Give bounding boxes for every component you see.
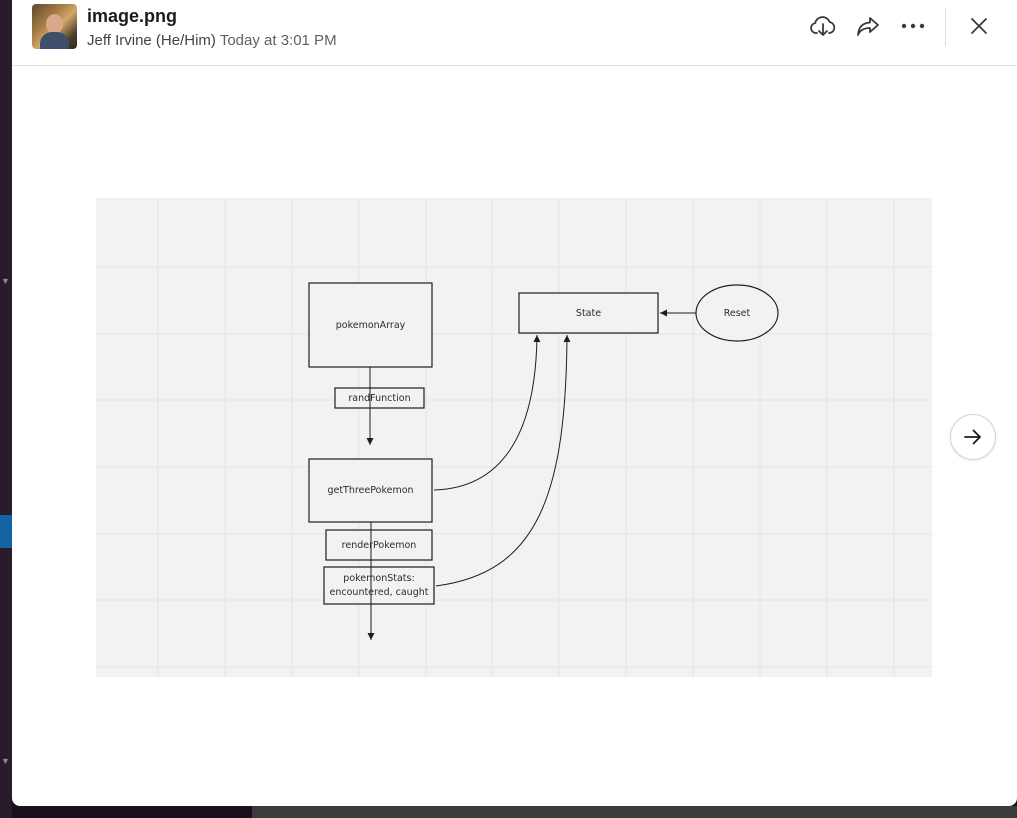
close-icon	[971, 18, 987, 34]
canvas-grid	[96, 198, 932, 677]
label-pokemon-stats-2: encountered, caught	[330, 587, 429, 598]
file-meta: Jeff Irvine (He/Him) Today at 3:01 PM	[87, 32, 337, 49]
file-name: image.png	[87, 6, 178, 26]
edge-get-to-state	[433, 334, 541, 491]
label-state: State	[576, 308, 601, 319]
download-cloud-icon	[810, 16, 836, 36]
label-reset: Reset	[724, 308, 751, 319]
node-pokemon-array	[308, 282, 433, 368]
label-pokemon-stats-1: pokemonStats:	[343, 573, 414, 584]
download-button[interactable]	[808, 11, 838, 41]
background-composer	[252, 806, 1017, 818]
header-divider	[945, 8, 946, 46]
label-pokemon-array: pokemonArray	[336, 320, 406, 331]
share-button[interactable]	[853, 11, 883, 41]
node-render-pokemon	[325, 529, 433, 561]
timestamp[interactable]: Today at 3:01 PM	[219, 32, 337, 49]
close-button[interactable]	[964, 11, 994, 41]
node-rand-function	[334, 387, 425, 409]
arrow-right-icon	[964, 429, 981, 445]
more-actions-button[interactable]	[898, 11, 928, 41]
caret-down-icon: ▼	[1, 276, 10, 286]
more-horizontal-icon	[901, 23, 925, 29]
node-state	[518, 292, 659, 334]
node-pokemon-stats	[323, 566, 435, 605]
edge-stats-to-state	[435, 334, 571, 587]
avatar[interactable]	[32, 4, 77, 49]
background-active-item	[0, 515, 12, 548]
diagram-image: pokemonArray randFunction getThreePokemo…	[96, 198, 932, 677]
image-viewer-modal: image.png Jeff Irvine (He/Him) Today at …	[12, 0, 1017, 806]
label-rand-function: randFunction	[348, 393, 410, 404]
label-render-pokemon: renderPokemon	[342, 540, 417, 551]
background-sidebar	[0, 0, 12, 818]
caret-down-icon: ▼	[1, 756, 10, 766]
next-image-button[interactable]	[950, 414, 996, 460]
viewer-header: image.png Jeff Irvine (He/Him) Today at …	[12, 0, 1017, 66]
share-arrow-icon	[857, 17, 879, 36]
label-get-three-pokemon: getThreePokemon	[327, 485, 413, 496]
canvas-background	[96, 198, 932, 677]
author-name[interactable]: Jeff Irvine (He/Him)	[87, 32, 216, 49]
